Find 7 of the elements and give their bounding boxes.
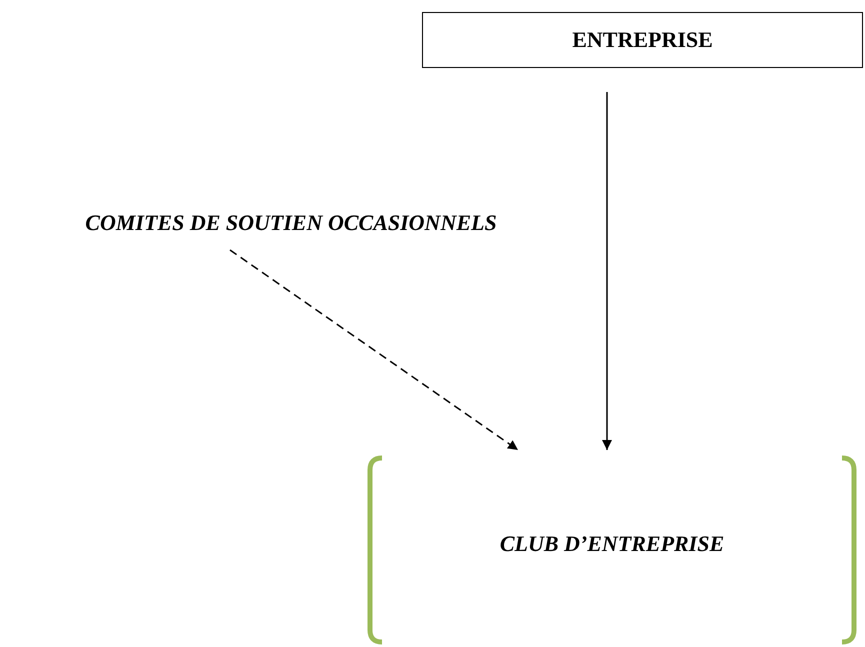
entity-label: ENTREPRISE — [572, 27, 713, 53]
entity-box — [422, 12, 863, 68]
bracket-box — [366, 455, 858, 645]
committee-label: COMITES DE SOUTIEN OCCASIONNELS — [85, 210, 497, 236]
club-label: CLUB D’ENTREPRISE — [500, 531, 724, 557]
arrow — [602, 92, 612, 450]
dashed-arrow — [230, 249, 518, 451]
